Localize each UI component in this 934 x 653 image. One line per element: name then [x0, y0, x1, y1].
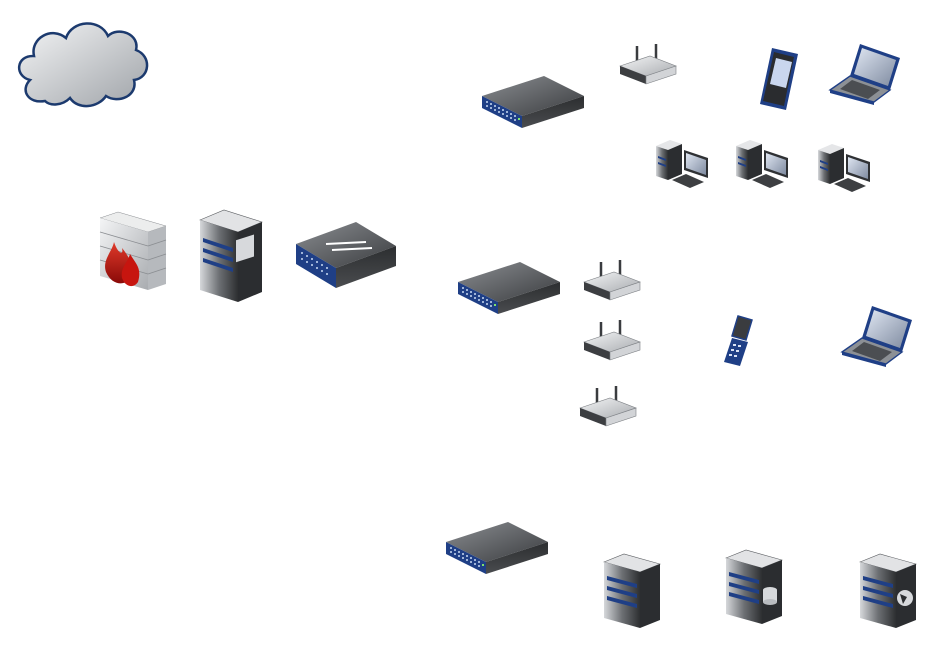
wireless-router-icon — [578, 384, 638, 428]
server-icon — [199, 209, 263, 302]
wireless-router-icon — [618, 42, 678, 86]
smartphone-icon — [760, 48, 798, 110]
switch-icon — [482, 76, 584, 128]
database-server-icon — [725, 549, 783, 625]
web-server-icon — [859, 553, 917, 629]
cloud-icon — [18, 22, 149, 108]
laptop-icon — [829, 43, 901, 106]
wireless-router-icon — [582, 318, 642, 362]
cell-phone-icon — [723, 315, 753, 367]
laptop-icon — [841, 305, 913, 368]
workstation-icon — [736, 140, 788, 188]
workstation-icon — [656, 140, 708, 188]
wireless-router-icon — [582, 258, 642, 302]
workstation-icon — [818, 144, 870, 192]
core-switch-icon — [296, 222, 396, 288]
firewall-icon — [99, 211, 167, 290]
switch-icon — [458, 262, 560, 314]
switch-icon — [446, 522, 548, 574]
server-icon — [603, 553, 661, 629]
